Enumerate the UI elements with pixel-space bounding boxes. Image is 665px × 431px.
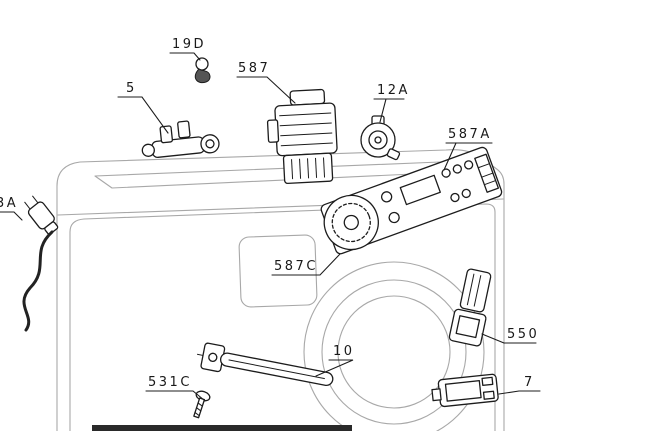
door-lock-upper [459,268,492,313]
module-rib [280,132,333,137]
part-power-cord [22,195,59,332]
screw-thread [194,411,200,417]
board-connector-pin [481,172,494,178]
part-door-lock [448,268,492,347]
module-grill-slot [322,157,326,178]
clip-ring [195,57,209,71]
label-screw: 531C [148,375,192,390]
leader-timer-knob [271,253,341,276]
module-side-tab [266,119,280,143]
plug-prong-right [32,195,39,204]
label-inlet-valve: 5 [126,81,137,96]
board-button [452,164,463,174]
label-heating-element: 10 [333,344,355,359]
leader-pressure-switch [373,98,405,123]
pressure-switch-center [374,136,382,144]
plug-neck [44,221,59,235]
part-module [266,88,338,185]
board-button [380,191,393,203]
part-hose-clip [194,57,211,84]
label-control-board: 587A [448,127,492,142]
board-connector-pin [484,180,496,186]
module-grill-slot [315,157,318,178]
label-cord: 3A [0,196,18,211]
valve-port-1 [159,125,174,144]
module-grill-slot [307,158,310,179]
board-button [461,188,471,199]
leader-control-board [443,142,493,171]
machine-inner-front-panel [69,203,496,431]
machine-door-mid-ring [321,279,467,425]
leader-filter [498,390,541,395]
label-filter: 7 [524,375,535,390]
board-button [450,192,460,203]
heater-tube-line [228,359,325,380]
valve-manifold [151,136,206,158]
machine-timer-recess [238,234,318,308]
pressure-switch-tab [386,148,401,161]
part-screw [193,390,211,419]
valve-port-2 [177,120,191,139]
plug-prong-left [24,201,31,210]
label-door-lock: 550 [507,327,539,342]
filter-inner [444,380,482,402]
part-pressure-switch [360,115,401,161]
door-lock-socket [455,315,481,339]
module-rib [279,122,332,127]
valve-coil-inner [205,139,215,149]
door-lock-rib [466,273,475,306]
door-lock-rib [473,275,482,307]
leader-module [236,76,296,104]
label-pressure-switch: 12A [377,83,410,98]
filter-tab [431,388,442,402]
heater-screw-tip [197,353,204,356]
filter-terminal [481,376,494,386]
leader-cord [0,211,23,221]
filter-terminal [482,390,495,400]
board-button [388,211,400,224]
machine-door-inner-ring [337,295,451,409]
leader-lines [0,52,541,401]
timer-knob-center [343,214,359,231]
part-timer-knob [323,194,379,251]
heater-terminal [208,352,218,362]
machine-base-bar [92,425,352,431]
board-display [399,174,441,206]
machine-door-outer-ring [303,261,485,431]
leader-clip [169,52,201,61]
part-control-board [320,146,503,255]
leader-door-lock [481,333,537,344]
leader-heating-element [315,359,354,377]
board-connector [474,153,500,193]
module-body [274,102,338,157]
label-module: 587 [238,61,270,76]
part-filter [431,373,499,408]
module-grill-slot [291,159,294,180]
label-clip: 19D [172,37,206,52]
board-button [463,160,474,170]
board-connector-pin [478,163,490,169]
clip-hook [194,68,211,84]
leader-inlet-valve [117,96,169,134]
cord-cable [22,230,54,332]
part-heating-element [197,342,334,387]
machine-outer-body [56,149,505,431]
screw-shaft [193,397,206,419]
module-rib [280,142,333,147]
module-grill-slot [299,158,302,179]
leader-screw [145,390,205,401]
part-inlet-valve [141,120,220,158]
labels: 3A 19D 5 587 12A 587A 587C 550 10 531C 7 [0,37,539,390]
module-rib [279,112,332,117]
screw-thread [195,407,202,412]
screw-thread [197,402,204,407]
label-timer-knob: 587C [274,259,318,274]
valve-inlet-port [141,143,155,157]
